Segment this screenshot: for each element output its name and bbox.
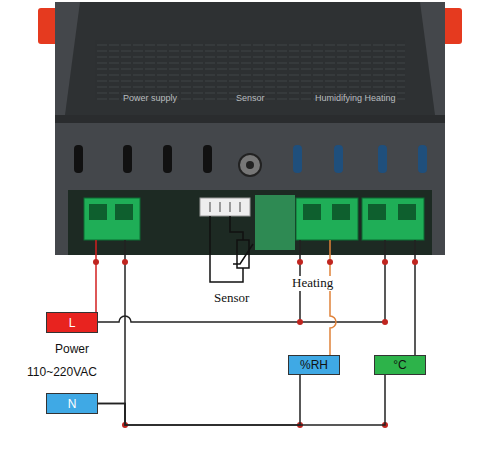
terminal-block [84,198,424,240]
connector-pins [210,202,240,212]
junction-dots [93,259,418,428]
housing-ridge [55,115,445,123]
panel-print: Sensor [236,93,265,103]
voltage-label: 110~220VAC [27,366,97,380]
box-text: N [68,397,77,411]
neutral-wire [98,375,300,425]
heating-label: Heating [290,276,335,291]
neutral-wire [98,375,385,425]
pcb-area [68,190,432,255]
thermistor-symbol [210,216,253,282]
temperature-output-box: °C [374,355,426,375]
power-label: Power [55,343,89,357]
sensor-connector [200,198,250,216]
housing-top-face [65,2,435,115]
humidity-output-box: %RH [288,355,340,375]
sensor-label: Sensor [214,291,249,306]
box-text: °C [393,358,406,372]
box-text: L [69,316,76,330]
panel-print: Humidifying Heating [315,93,396,103]
panel-print: Power supply [123,93,177,103]
wiring [96,240,415,425]
label-plate [95,40,405,100]
buzzer-screw [239,154,261,176]
neutral-terminal-box: N [46,393,98,414]
pcb-board [255,195,295,250]
live-terminal-box: L [46,312,98,333]
buzzer-hole [246,161,254,169]
housing-body [55,2,445,255]
box-text: %RH [300,358,328,372]
